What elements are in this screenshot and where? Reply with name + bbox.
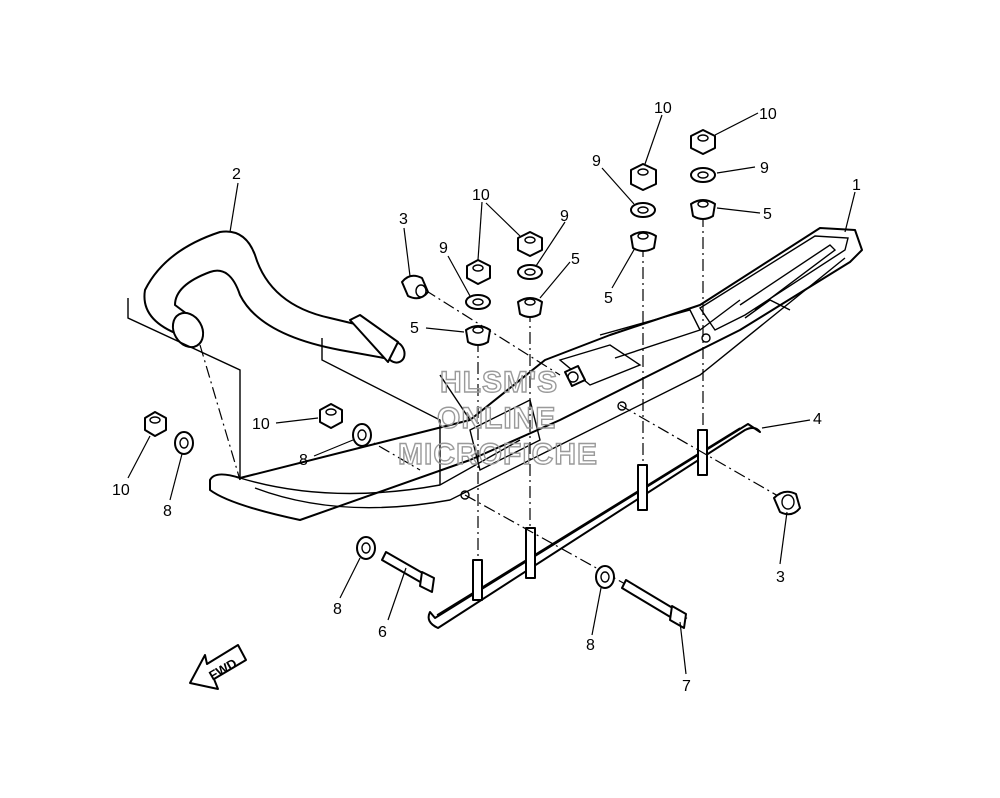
- nut-10-a: [466, 259, 491, 285]
- washer-8-right: [595, 565, 615, 589]
- callout-2: 2: [232, 166, 241, 183]
- callout-9-b: 9: [560, 208, 569, 225]
- collar-5-b: [517, 297, 543, 318]
- collar-5-a: [465, 325, 491, 346]
- callout-10-d: 10: [654, 100, 672, 117]
- callout-leaders: [127, 112, 856, 675]
- washer-9-d: [690, 167, 716, 183]
- callout-3-right: 3: [776, 569, 785, 586]
- callout-4: 4: [813, 411, 822, 428]
- callout-1: 1: [852, 177, 861, 194]
- callout-5-c: 5: [604, 290, 613, 307]
- bushing-3-right: [773, 490, 801, 516]
- collar-5-c: [630, 231, 657, 252]
- callout-8-lower: 8: [333, 601, 342, 618]
- nut-10-d: [690, 129, 716, 155]
- callout-10-c: 10: [472, 187, 490, 204]
- callout-9-c: 9: [592, 153, 601, 170]
- callout-10-e: 10: [759, 106, 777, 123]
- callout-10-mid: 10: [252, 416, 270, 433]
- washer-9-a: [465, 294, 491, 310]
- nut-10-b: [517, 231, 543, 257]
- bolt-6: [381, 551, 435, 593]
- callout-5-a: 5: [410, 320, 419, 337]
- callout-8-left: 8: [163, 503, 172, 520]
- nut-10-mid: [319, 403, 343, 429]
- watermark-line-3: MICROFICHE: [398, 438, 598, 471]
- washer-9-c: [630, 202, 656, 218]
- callout-8-mid: 8: [299, 452, 308, 469]
- callout-3-top: 3: [399, 211, 408, 228]
- washer-8-lower: [356, 536, 376, 560]
- nut-10-c: [630, 163, 657, 191]
- handle-part-2: [143, 230, 406, 364]
- watermark-line-1: HLSM'S: [440, 366, 558, 399]
- ski-part-1: [209, 227, 863, 521]
- washer-8-left: [174, 431, 194, 455]
- callout-10-left: 10: [112, 482, 130, 499]
- collar-5-d: [690, 199, 716, 220]
- bolt-7: [621, 579, 687, 629]
- forward-direction-arrow: FWD: [189, 644, 247, 690]
- callout-5-b: 5: [571, 251, 580, 268]
- bushing-3-top: [401, 274, 429, 300]
- washer-8-mid: [352, 423, 372, 447]
- callout-5-d: 5: [763, 206, 772, 223]
- callout-8-right: 8: [586, 637, 595, 654]
- callout-9-a: 9: [439, 240, 448, 257]
- watermark-line-2: ONLINE: [437, 402, 556, 435]
- callout-6: 6: [378, 624, 387, 641]
- callout-labels: 1 2 3 3 4 5 5 5 5 6 7 8 8 8 8 9 9 9 9 10…: [112, 100, 861, 695]
- callout-9-d: 9: [760, 160, 769, 177]
- washer-9-b: [517, 264, 543, 280]
- watermark: HLSM'S ONLINE MICROFICHE: [397, 365, 598, 471]
- runner-part-4: [427, 423, 761, 629]
- nut-10-left: [144, 411, 167, 437]
- callout-7: 7: [682, 678, 691, 695]
